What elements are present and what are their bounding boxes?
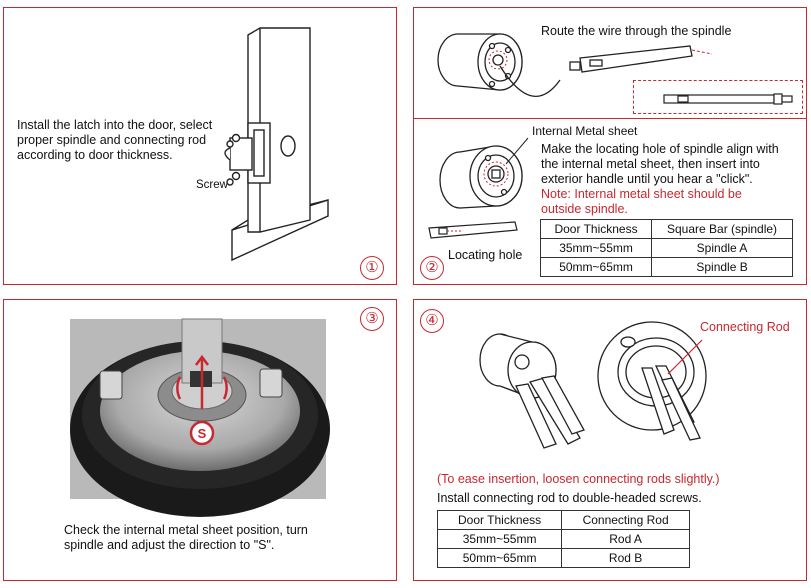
step-3-number: ③	[360, 307, 384, 331]
spindle-wire-illustration	[569, 45, 713, 73]
door-latch-illustration	[224, 27, 329, 262]
locating-hole-label: Locating hole	[448, 248, 523, 262]
route-wire-text: Route the wire through the spindle	[541, 24, 732, 38]
table-row: 50mm~65mm Spindle B	[539, 257, 793, 277]
table-cell: Spindle A	[651, 238, 793, 258]
step-3-instruction: Check the internal metal sheet position,…	[64, 523, 308, 552]
table-cell: Spindle B	[651, 257, 793, 277]
step-2-number: ②	[420, 256, 444, 280]
table-header-cell: Door Thickness	[436, 510, 563, 530]
step-4-instruction: Install connecting rod to double-headed …	[437, 491, 702, 505]
table-header-cell: Connecting Rod	[561, 510, 690, 530]
metal-sheet-label: Internal Metal sheet	[532, 124, 638, 138]
table-cell: 35mm~55mm	[436, 529, 563, 549]
table-cell: Rod B	[561, 548, 690, 568]
table-cell: Rod A	[561, 529, 690, 549]
step-2-divider	[413, 118, 807, 119]
connecting-rod-closeup	[597, 321, 707, 441]
step-2-note: Note: Internal metal sheet should be out…	[541, 187, 742, 216]
connecting-rod-table: Door Thickness Connecting Rod 35mm~55mm …	[436, 510, 690, 568]
table-cell: 50mm~65mm	[539, 257, 653, 277]
internal-metal-sheet-illustration	[439, 137, 529, 209]
step-4-number: ④	[420, 309, 444, 333]
table-header-row: Door Thickness Square Bar (spindle)	[539, 219, 793, 239]
spindle-table: Door Thickness Square Bar (spindle) 35mm…	[539, 219, 793, 277]
lock-photo	[70, 318, 330, 517]
lock-body-wire-illustration	[437, 33, 561, 98]
spindle-detail-box	[633, 80, 803, 114]
table-header-row: Door Thickness Connecting Rod	[436, 510, 690, 530]
locating-hole-spindle-illustration	[428, 221, 518, 239]
spindle-detail-illustration	[663, 93, 793, 105]
table-cell: 50mm~65mm	[436, 548, 563, 568]
connecting-rod-label: Connecting Rod	[700, 320, 790, 334]
connecting-rod-illustration	[479, 333, 585, 449]
step-1-panel	[3, 7, 397, 285]
table-row: 35mm~55mm Spindle A	[539, 238, 793, 258]
table-row: 50mm~65mm Rod B	[436, 548, 690, 568]
s-direction-label: S	[197, 426, 207, 441]
screw-label: Screw	[196, 179, 228, 191]
step-2-instruction: Make the locating hole of spindle align …	[541, 142, 779, 186]
table-header-cell: Door Thickness	[539, 219, 653, 239]
step-1-number: ①	[360, 256, 384, 280]
table-row: 35mm~55mm Rod A	[436, 529, 690, 549]
table-cell: 35mm~55mm	[539, 238, 653, 258]
step-1-instruction: Install the latch into the door, select …	[17, 118, 213, 162]
step-4-note: (To ease insertion, loosen connecting ro…	[437, 472, 720, 486]
table-header-cell: Square Bar (spindle)	[651, 219, 793, 239]
